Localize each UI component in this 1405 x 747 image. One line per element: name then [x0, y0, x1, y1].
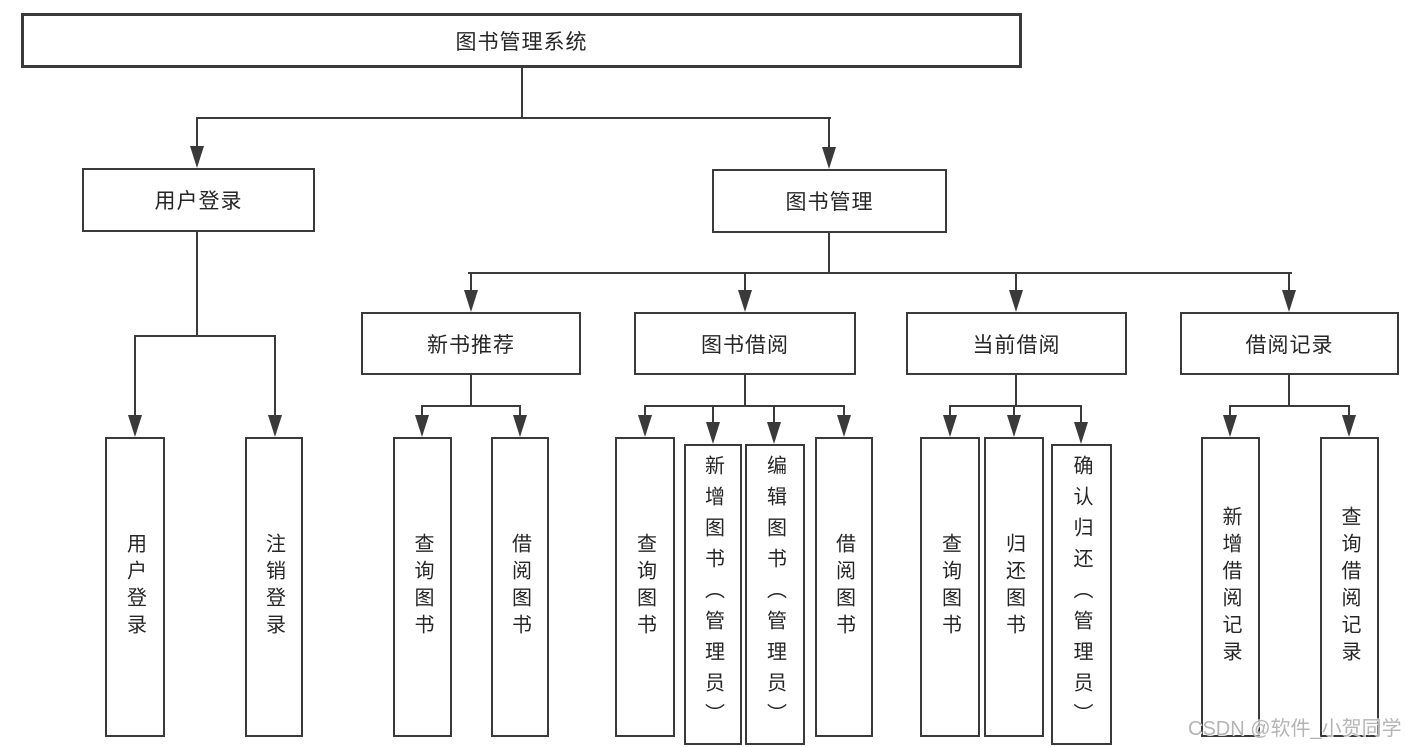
leaf-label: 编辑图书（管理员） — [763, 455, 786, 734]
leaf-label: 借阅图书 — [508, 533, 531, 641]
leaf-newbook-query-books: 查询图书 — [393, 437, 452, 737]
arrowhead — [1282, 290, 1296, 312]
connector-drop — [274, 335, 276, 417]
node-library-management-system: 图书管理系统 — [21, 13, 1022, 68]
connector-user-login-drop — [196, 117, 198, 148]
connector-book-mgmt-drop — [828, 117, 830, 148]
leaf-add-borrow-record: 新增借阅记录 — [1201, 437, 1260, 737]
node-current-borrowing: 当前借阅 — [906, 312, 1127, 375]
leaf-label: 归还图书 — [1002, 533, 1025, 641]
connector-rail — [949, 405, 1082, 407]
arrowhead — [268, 415, 282, 437]
connector-book-mgmt-stem — [828, 233, 830, 273]
leaf-borrowing-query-books: 查询图书 — [615, 437, 675, 737]
connector-drop — [949, 405, 951, 417]
leaf-label: 注销登录 — [262, 533, 285, 641]
connector-drop — [519, 405, 521, 417]
node-user-login: 用户登录 — [82, 168, 315, 232]
arrowhead — [706, 422, 720, 444]
leaf-label: 新增借阅记录 — [1219, 506, 1241, 668]
leaf-borrowing-borrow-books: 借阅图书 — [815, 437, 873, 737]
leaf-edit-book-admin: 编辑图书（管理员） — [745, 444, 805, 745]
node-label: 新书推荐 — [427, 333, 515, 357]
connector-drop — [1288, 272, 1290, 291]
arrowhead — [190, 146, 204, 168]
leaf-label: 查询图书 — [633, 533, 656, 641]
leaf-add-book-admin: 新增图书（管理员） — [684, 444, 742, 745]
node-book-borrowing: 图书借阅 — [634, 312, 856, 375]
connector-rail — [421, 405, 521, 407]
arrowhead — [128, 415, 142, 437]
node-label: 借阅记录 — [1245, 333, 1334, 357]
arrowhead — [1342, 415, 1356, 437]
leaf-label: 查询借阅记录 — [1338, 506, 1360, 668]
connector-stem — [470, 375, 472, 406]
connector-drop — [1013, 405, 1015, 417]
leaf-confirm-return-admin: 确认归还（管理员） — [1051, 444, 1112, 745]
connector-drop — [421, 405, 423, 417]
arrowhead — [638, 415, 652, 437]
connector-stem — [1015, 375, 1017, 406]
csdn-watermark: CSDN @软件_小贺同学 — [1188, 718, 1402, 740]
connector-user-login-stem — [196, 232, 198, 336]
node-label: 图书管理 — [785, 191, 874, 214]
node-book-management: 图书管理 — [712, 169, 947, 233]
connector-drop — [134, 335, 136, 417]
connector-rail — [1229, 405, 1350, 407]
arrowhead — [415, 415, 429, 437]
connector-level2-rail — [196, 117, 831, 119]
arrowhead — [513, 415, 527, 437]
node-label: 图书管理系统 — [455, 30, 588, 54]
connector-stem — [1288, 375, 1290, 406]
connector-drop — [1229, 405, 1231, 417]
arrowhead — [1007, 415, 1021, 437]
connector-drop — [1348, 405, 1350, 417]
leaf-return-books: 归还图书 — [984, 437, 1044, 737]
connector-root-stem — [521, 68, 523, 118]
leaf-label: 查询图书 — [411, 533, 433, 641]
arrowhead — [1074, 422, 1088, 444]
connector-drop — [773, 405, 775, 423]
leaf-label: 借阅图书 — [832, 533, 855, 641]
node-borrowing-records: 借阅记录 — [1180, 312, 1399, 375]
leaf-current-query-books: 查询图书 — [920, 437, 980, 737]
leaf-label: 用户登录 — [123, 533, 146, 641]
node-label: 当前借阅 — [972, 333, 1061, 357]
connector-drop — [744, 272, 746, 291]
connector-drop — [470, 272, 472, 291]
leaf-label: 查询图书 — [938, 533, 961, 641]
leaf-label: 确认归还（管理员） — [1070, 455, 1092, 734]
arrowhead — [822, 147, 836, 169]
connector-user-login-rail — [134, 335, 276, 337]
arrowhead — [1009, 290, 1023, 312]
connector-drop — [712, 405, 714, 423]
leaf-query-borrow-record: 查询借阅记录 — [1320, 437, 1379, 737]
arrowhead — [943, 415, 957, 437]
arrowhead — [464, 290, 478, 312]
connector-drop — [1080, 405, 1082, 423]
connector-drop — [843, 405, 845, 417]
connector-rail — [644, 405, 845, 407]
node-label: 用户登录 — [154, 190, 243, 213]
node-label: 图书借阅 — [701, 333, 789, 357]
arrowhead — [738, 290, 752, 312]
leaf-logout: 注销登录 — [245, 437, 303, 737]
connector-drop — [644, 405, 646, 417]
connector-level3-rail — [468, 272, 1292, 274]
leaf-user-login: 用户登录 — [105, 437, 165, 737]
arrowhead — [837, 415, 851, 437]
leaf-label: 新增图书（管理员） — [701, 455, 724, 734]
arrowhead — [1223, 415, 1237, 437]
connector-stem — [744, 375, 746, 406]
connector-drop — [1015, 272, 1017, 291]
arrowhead — [767, 422, 781, 444]
node-new-book-recommend: 新书推荐 — [361, 312, 581, 375]
leaf-newbook-borrow-books: 借阅图书 — [491, 437, 549, 737]
